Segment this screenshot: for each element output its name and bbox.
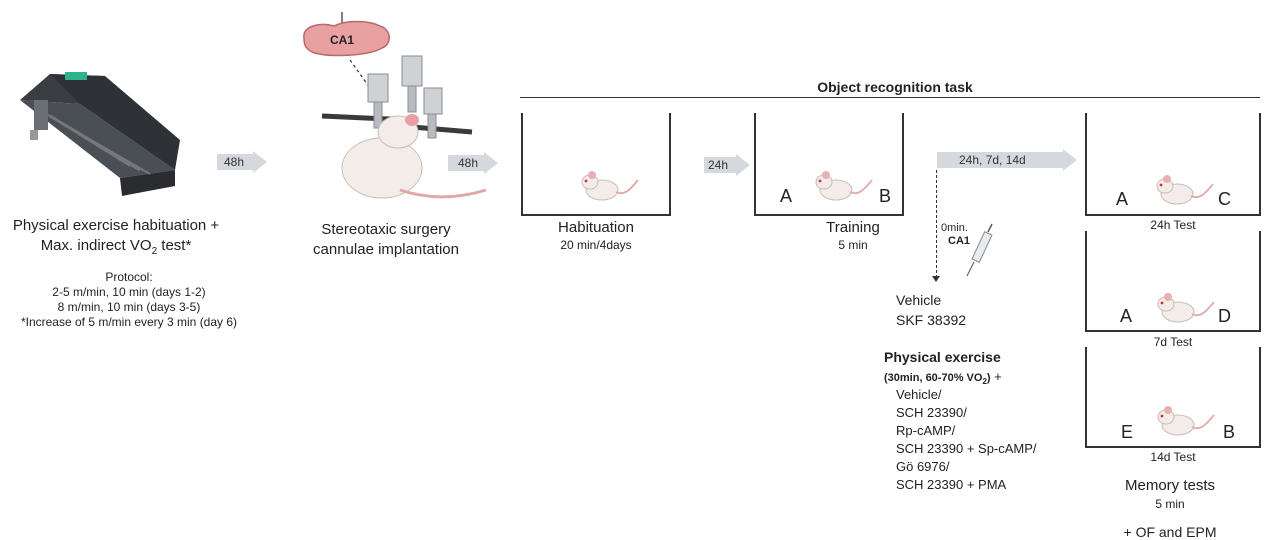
habituation-duration: 20 min/4days (560, 238, 632, 252)
stage1-title-line2-b: test* (157, 237, 192, 254)
treatment1-line2: SKF 38392 (896, 312, 967, 328)
treatment2-item: Gö 6976/ (896, 459, 950, 474)
arrow-48h-1: 48h (217, 151, 267, 173)
training-left-object: A (780, 186, 793, 206)
treatment2-subtitle-plus: + (990, 369, 1002, 384)
treatment1: Vehicle SKF 38392 (896, 290, 966, 330)
training-duration: 5 min (838, 238, 868, 252)
treatment2-subtitle-a: (30min, 60-70% VO (884, 372, 983, 384)
treatment2-subtitle-b: ) (986, 372, 991, 384)
training-arena (754, 113, 904, 216)
arrow-24h-label: 24h (708, 158, 729, 172)
arrow-48h-2-label: 48h (458, 156, 479, 170)
test-14d-left-object: E (1121, 422, 1134, 442)
treatment1-line1: Vehicle (896, 292, 942, 308)
test-14d-right-object: B (1223, 422, 1236, 442)
test-7d-arena (1085, 231, 1261, 332)
memory-title: Memory tests (1124, 477, 1215, 494)
treatment2-item: SCH 23390 + PMA (896, 477, 1007, 492)
habituation-arena (521, 113, 671, 216)
protocol-label: Protocol: (105, 270, 153, 284)
treatment2-item: SCH 23390 + Sp-cAMP/ (896, 441, 1037, 456)
test-14d-arena (1085, 347, 1261, 448)
injection-dashed-line (936, 170, 938, 278)
mouse-icon-training (812, 168, 874, 207)
arrow-24h: 24h (704, 154, 750, 176)
protocol-line-3: *Increase of 5 m/min every 3 min (day 6) (20, 315, 238, 329)
stage1-title-line1: Physical exercise habituation + (12, 217, 220, 234)
brain-ca1-image (298, 12, 394, 60)
stage1-title-line2-sub: 2 (151, 246, 158, 257)
stage2-title-line2: cannulae implantation (313, 241, 459, 258)
brain-ca1-label: CA1 (330, 33, 355, 47)
mouse-icon-test-14d (1154, 403, 1216, 442)
treatment2-item: Vehicle/ (896, 387, 942, 402)
task-title: Object recognition task (817, 79, 973, 95)
stage1-title-line2-a: Max. indirect VO (40, 237, 152, 254)
test-7d-label: 7d Test (1153, 335, 1193, 349)
stage1-title-line2: Max. indirect VO2 test* (0, 236, 232, 262)
injection-time: 0min. (941, 222, 968, 234)
habituation-title: Habituation (558, 219, 634, 236)
protocol-block: Protocol: 2-5 m/min, 10 min (days 1-2) 8… (0, 270, 258, 330)
arrow-24h-7d-14d: 24h, 7d, 14d (937, 149, 1079, 171)
task-header-line (520, 97, 1260, 98)
training-right-object: B (879, 186, 892, 206)
injection-arrowhead (932, 276, 940, 282)
injection-site: CA1 (948, 235, 971, 247)
arrow-48h-1-label: 48h (224, 155, 245, 169)
stage2-title: Stereotaxic surgery cannulae implantatio… (296, 220, 476, 260)
treatment2-item: SCH 23390/ (896, 405, 967, 420)
protocol-line-2: 8 m/min, 10 min (days 3-5) (57, 300, 201, 314)
stage1-title: Physical exercise habituation + Max. ind… (0, 216, 232, 262)
test-24h-left-object: A (1116, 189, 1129, 209)
test-24h-right-object: C (1218, 189, 1231, 209)
test-14d-label: 14d Test (1150, 450, 1196, 464)
treadmill-image (10, 60, 185, 200)
treatment2-subtitle: (30min, 60-70% VO2) + (884, 369, 1002, 390)
arrow-24h-7d-14d-label: 24h, 7d, 14d (959, 153, 1026, 167)
test-24h-label: 24h Test (1150, 218, 1196, 232)
arrow-48h-2: 48h (448, 152, 498, 174)
treatment2-item: Rp-cAMP/ (896, 423, 956, 438)
memory-duration: 5 min (1155, 497, 1185, 511)
treatment2-subtitle-sub: 2 (982, 377, 987, 387)
test-24h-arena (1085, 113, 1261, 216)
stage2-title-line1: Stereotaxic surgery (321, 221, 451, 238)
treatment2-title: Physical exercise (884, 349, 1001, 365)
memory-extra: + OF and EPM (1123, 524, 1217, 540)
mouse-icon-habituation (578, 168, 640, 207)
mouse-icon-test-7d (1154, 290, 1216, 329)
test-7d-right-object: D (1218, 306, 1231, 326)
syringe-icon (964, 222, 996, 283)
training-title: Training (826, 219, 880, 236)
mouse-icon-test-24h (1153, 172, 1215, 211)
protocol-line-1: 2-5 m/min, 10 min (days 1-2) (52, 285, 206, 299)
test-7d-left-object: A (1120, 306, 1133, 326)
stereotaxic-rat-image (300, 40, 490, 200)
treatment2-list: Vehicle/ SCH 23390/ Rp-cAMP/ SCH 23390 +… (896, 386, 1037, 494)
